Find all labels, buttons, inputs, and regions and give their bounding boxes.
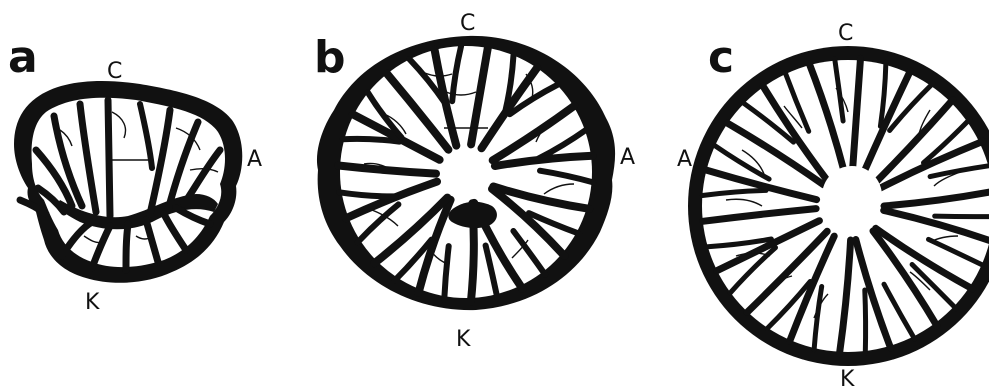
panel-b-septa-septum: [343, 139, 400, 142]
panel-b: b C A K: [314, 11, 635, 352]
panel-a-letter: a: [8, 32, 38, 83]
panel-c-septa-septum: [865, 290, 866, 353]
panel-c-septa-septum: [935, 216, 989, 217]
panel-b-label-a: A: [620, 145, 635, 170]
panel-b-label-c: C: [460, 11, 475, 36]
panel-c-axial-space: [822, 166, 882, 226]
panel-c-letter: c: [708, 32, 734, 83]
panel-a: a C A K: [8, 32, 262, 315]
panel-b-letter: b: [314, 32, 346, 83]
panel-c: c C A K: [677, 21, 989, 389]
panel-c-label-c: C: [838, 21, 853, 46]
panel-a-label-a: A: [247, 147, 262, 172]
panel-a-label-c: C: [107, 59, 122, 84]
panel-c-label-k: K: [840, 367, 855, 389]
panel-b-label-k: K: [456, 327, 471, 352]
panel-a-label-k: K: [85, 290, 100, 315]
panel-c-label-a: A: [677, 147, 692, 172]
